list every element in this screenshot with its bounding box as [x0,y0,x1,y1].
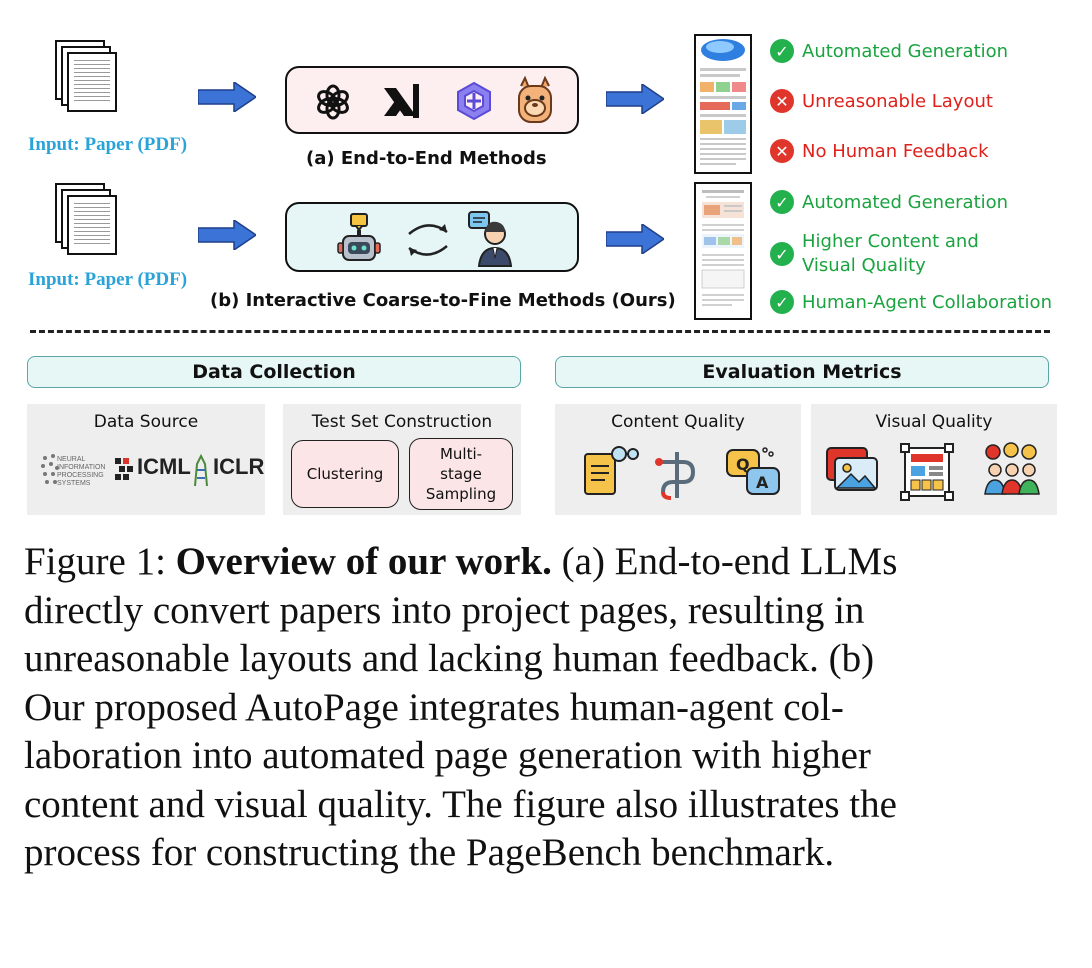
multi-stage-sampling-step: Multi- stage Sampling [409,438,513,510]
caption-line-6: content and visual quality. The figure a… [24,782,897,826]
caption-line-2: directly convert papers into project pag… [24,588,865,632]
path-icon [655,452,696,500]
feature-unreasonable-layout: ✕ Unreasonable Layout [770,89,993,113]
feature-human-agent-collaboration: ✓ Human-Agent Collaboration [770,290,1052,314]
image-gallery-icon [826,447,878,491]
iclr-logo-text: ICLR [213,454,265,479]
data-source-panel: Data Source NEURAL INFORMATION PROCESSIN… [27,404,265,515]
robot-icon [337,213,381,261]
arrow-right-icon [606,224,664,254]
content-quality-title: Content Quality [611,412,745,432]
arrow-right-icon [198,220,256,250]
check-icon: ✓ [770,242,794,266]
arrow-right-icon [606,84,664,114]
input-label-b: Input: Paper (PDF) [28,269,188,290]
svg-text:Q: Q [736,455,750,474]
caption-line-1: Figure 1: Overview of our work. (a) End-… [24,540,898,583]
figure-caption: Figure 1: Overview of our work. (a) End-… [24,538,1074,878]
generated-page-thumbnail-a [694,34,752,174]
data-collection-header: Data Collection [27,356,521,388]
llama-logo-icon [518,76,552,123]
neurips-logo-text: NEURAL INFORMATION PROCESSING SYSTEMS [57,456,106,487]
visual-quality-title: Visual Quality [875,412,993,432]
feature-automated-generation-b: ✓ Automated Generation [770,190,1008,214]
xai-logo-icon [384,84,419,118]
feature-no-human-feedback: ✕ No Human Feedback [770,139,989,163]
interactive-methods-caption: (b) Interactive Coarse-to-Fine Methods (… [210,290,676,311]
check-icon: ✓ [770,39,794,63]
generated-page-thumbnail-b [694,182,752,320]
neurips-logo-icon [41,454,59,484]
cycle-arrows-icon [408,224,448,256]
cross-icon: ✕ [770,139,794,163]
caption-line-4: Our proposed AutoPage integrates human-a… [24,685,844,729]
visual-quality-panel: Visual Quality [811,404,1057,515]
openai-logo-icon [317,84,349,120]
human-reviewer-icon [468,211,513,267]
qa-chat-icon: Q A [726,447,780,495]
paper-pdf-icon [55,40,117,112]
qwen-logo-icon [457,81,491,121]
document-review-icon [584,446,639,495]
layout-grid-icon [900,443,954,501]
caption-line-7: process for constructing the PageBench b… [24,831,835,874]
check-icon: ✓ [770,290,794,314]
paper-pdf-icon [55,183,117,255]
audience-feedback-icon [984,442,1040,495]
icml-logo-text: ICML [137,454,191,479]
interactive-methods-box [285,202,579,272]
data-source-title: Data Source [93,412,199,432]
cross-icon: ✕ [770,89,794,113]
svg-text:A: A [756,473,769,492]
end-to-end-methods-box [285,66,579,134]
caption-line-3: unreasonable layouts and lacking human f… [24,637,875,680]
end-to-end-caption: (a) End-to-End Methods [306,148,547,169]
feature-automated-generation-a: ✓ Automated Generation [770,39,1008,63]
icml-logo-icon [115,458,133,480]
input-label-a: Input: Paper (PDF) [28,134,188,155]
evaluation-metrics-header: Evaluation Metrics [555,356,1049,388]
caption-line-5: laboration into automated page generatio… [24,734,871,777]
arrow-right-icon [198,82,256,112]
iclr-logo-icon [194,454,208,487]
clustering-step: Clustering [291,440,399,508]
test-set-construction-panel: Test Set Construction Clustering Multi- … [283,404,521,515]
check-icon: ✓ [770,190,794,214]
content-quality-panel: Content Quality Q A [555,404,801,515]
section-divider [30,330,1050,333]
feature-higher-quality: ✓ Higher Content and Visual Quality [770,230,979,278]
test-set-construction-title: Test Set Construction [311,412,493,432]
